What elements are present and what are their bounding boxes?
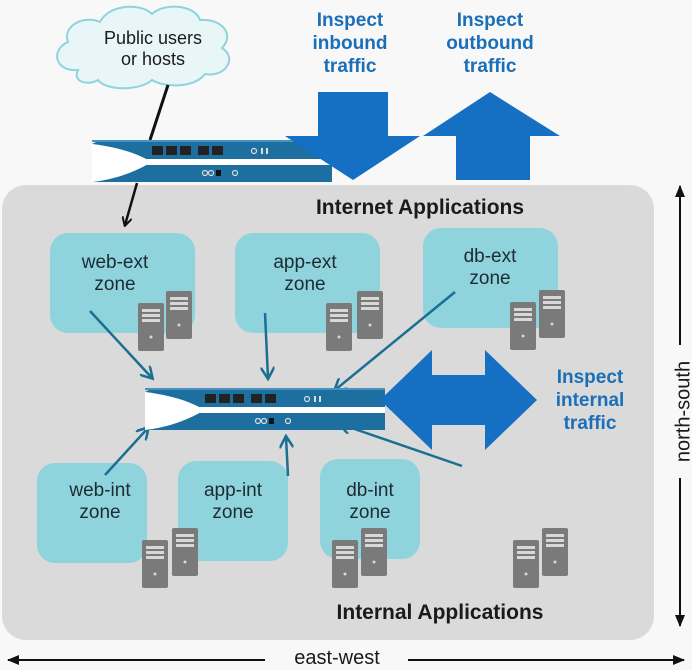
label-line: traffic: [563, 412, 617, 434]
internal-applications-title: Internal Applications: [336, 601, 544, 624]
zone-suffix: zone: [469, 267, 511, 289]
internet-applications-title: Internet Applications: [315, 196, 525, 219]
zone-box-web-int: [37, 463, 147, 563]
zone-label-db-ext: db-ext zone: [440, 246, 540, 290]
label-line: Inspect: [456, 10, 524, 31]
zone-label-app-ext: app-ext zone: [250, 252, 360, 296]
label-line: outbound: [446, 32, 534, 54]
perimeter-firewall-icon: [91, 139, 333, 183]
app-int-to-firewall-arrow: [286, 437, 288, 477]
inbound-arrow-icon: [285, 92, 420, 180]
server-icon: [539, 290, 565, 338]
server-icon: [332, 540, 358, 588]
zone-box-db-int: [320, 459, 420, 559]
cloud-label: Public users or hosts: [88, 28, 218, 69]
zone-suffix: zone: [94, 273, 136, 295]
outbound-arrow-icon: [423, 92, 560, 180]
outbound-traffic-label: Inspect outbound traffic: [435, 10, 545, 78]
db-ext-to-firewall-arrow: [335, 291, 456, 390]
zone-name: app-int: [203, 480, 263, 501]
server-icon: [510, 302, 536, 350]
server-icon: [542, 528, 568, 576]
cloud-link-line: [148, 84, 170, 141]
north-south-axis-label: north-south: [672, 345, 692, 478]
inbound-traffic-label: Inspect inbound traffic: [300, 10, 400, 78]
server-icon: [138, 303, 164, 351]
server-icon: [166, 291, 192, 339]
zone-name: db-int: [346, 480, 394, 501]
web-int-to-firewall-arrow: [104, 428, 148, 476]
label-line: traffic: [463, 55, 517, 77]
zone-label-app-int: app-int zone: [183, 480, 283, 524]
label-line: traffic: [323, 55, 377, 77]
server-icon: [172, 528, 198, 576]
server-icon: [513, 540, 539, 588]
cloud-label-line2: or hosts: [120, 48, 186, 69]
server-icon: [357, 291, 383, 339]
server-icon: [326, 303, 352, 351]
zone-name: db-ext: [463, 246, 517, 267]
zone-label-db-int: db-int zone: [320, 480, 420, 524]
zone-suffix: zone: [349, 501, 391, 523]
zone-suffix: zone: [212, 501, 254, 523]
app-ext-to-firewall-arrow: [265, 312, 268, 378]
label-line: internal: [555, 389, 625, 411]
internal-double-arrow-icon: [380, 350, 537, 450]
firewall-to-web-ext-arrow: [125, 182, 139, 225]
zone-label-web-int: web-int zone: [50, 480, 150, 524]
cloud-label-line1: Public users: [103, 28, 203, 48]
db-int-to-firewall-arrow: [340, 424, 463, 468]
zone-suffix: zone: [284, 273, 326, 295]
label-line: inbound: [312, 32, 388, 54]
server-icon: [361, 528, 387, 576]
east-west-axis-label: east-west: [268, 647, 406, 670]
zone-label-web-ext: web-ext zone: [60, 252, 170, 296]
zone-name: web-int: [69, 480, 131, 501]
cloud-shape: [56, 5, 230, 90]
internal-traffic-label: Inspect internal traffic: [540, 367, 640, 435]
zone-name: web-ext: [81, 252, 149, 273]
zone-name: app-ext: [273, 252, 337, 273]
web-ext-to-firewall-arrow: [89, 310, 152, 378]
server-icon: [142, 540, 168, 588]
label-line: Inspect: [316, 10, 384, 31]
internal-firewall-icon: [144, 387, 386, 431]
label-line: Inspect: [556, 367, 624, 388]
zone-suffix: zone: [79, 501, 121, 523]
zone-box-app-int: [178, 461, 288, 561]
